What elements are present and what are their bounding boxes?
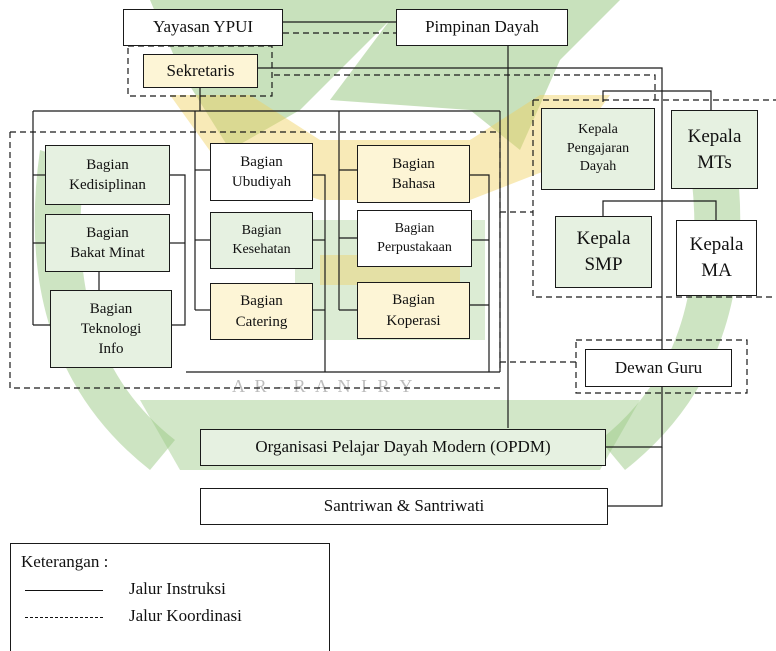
node-dewan-guru: Dewan Guru (585, 349, 732, 387)
node-label: Pimpinan Dayah (425, 17, 539, 37)
watermark-text: A R - R A N I R Y (232, 376, 415, 396)
node-label: Bagian Ubudiyah (231, 153, 292, 190)
legend-row-dashed: Jalur Koordinasi (25, 606, 325, 628)
node-label: Bagian Kedisiplinan (69, 156, 146, 193)
legend: Keterangan : Jalur Instruksi Jalur Koord… (10, 543, 330, 651)
node-label: Bagian Catering (235, 293, 288, 330)
node-bagian-kedisiplinan: Bagian Kedisiplinan (45, 145, 170, 205)
node-kepala-smp: Kepala SMP (555, 216, 652, 288)
node-bagian-catering: Bagian Catering (210, 283, 313, 340)
node-label: Kepala MTs (687, 125, 742, 173)
node-santriwan-santriwati: Santriwan & Santriwati (200, 488, 608, 525)
legend-dashed-label: Jalur Koordinasi (129, 606, 242, 625)
node-bagian-bakat-minat: Bagian Bakat Minat (45, 214, 170, 272)
node-label: Bagian Kesehatan (232, 222, 291, 257)
node-pimpinan-dayah: Pimpinan Dayah (396, 9, 568, 46)
node-label: Dewan Guru (614, 357, 703, 377)
node-sekretaris: Sekretaris (143, 54, 258, 88)
legend-solid-line (25, 590, 103, 591)
node-label: Sekretaris (166, 60, 235, 80)
node-bagian-teknologi-info: Bagian Teknologi Info (50, 290, 172, 368)
node-label: Organisasi Pelajar Dayah Modern (OPDM) (255, 437, 551, 457)
instruction-lines (32, 21, 717, 507)
node-bagian-kesehatan: Bagian Kesehatan (210, 212, 313, 269)
node-label: Bagian Bahasa (391, 155, 436, 192)
node-bagian-bahasa: Bagian Bahasa (357, 145, 470, 203)
node-label: Kepala SMP (576, 228, 631, 275)
node-label: Santriwan & Santriwati (323, 496, 485, 516)
node-kepala-ma: Kepala MA (676, 220, 757, 296)
node-label: Kepala MA (689, 234, 744, 281)
node-bagian-perpustakaan: Bagian Perpustakaan (357, 210, 472, 267)
node-kepala-pengajaran-dayah: Kepala Pengajaran Dayah (541, 108, 655, 190)
node-label: Bagian Bakat Minat (70, 224, 145, 261)
node-kepala-mts: Kepala MTs (671, 110, 758, 189)
legend-solid-label: Jalur Instruksi (129, 579, 226, 598)
node-label: Bagian Perpustakaan (377, 220, 452, 255)
legend-row-solid: Jalur Instruksi (25, 579, 325, 601)
node-label: Yayasan YPUI (152, 17, 254, 37)
node-bagian-koperasi: Bagian Koperasi (357, 282, 470, 339)
node-label: Kepala Pengajaran Dayah (566, 121, 630, 175)
node-yayasan-ypui: Yayasan YPUI (123, 9, 283, 46)
node-opdm: Organisasi Pelajar Dayah Modern (OPDM) (200, 429, 606, 466)
node-label: Bagian Teknologi Info (80, 300, 142, 358)
coordination-lines (9, 32, 776, 394)
node-label: Bagian Koperasi (386, 292, 441, 329)
node-bagian-ubudiyah: Bagian Ubudiyah (210, 143, 313, 201)
legend-dashed-line (25, 617, 103, 618)
legend-title: Keterangan : (21, 552, 109, 571)
